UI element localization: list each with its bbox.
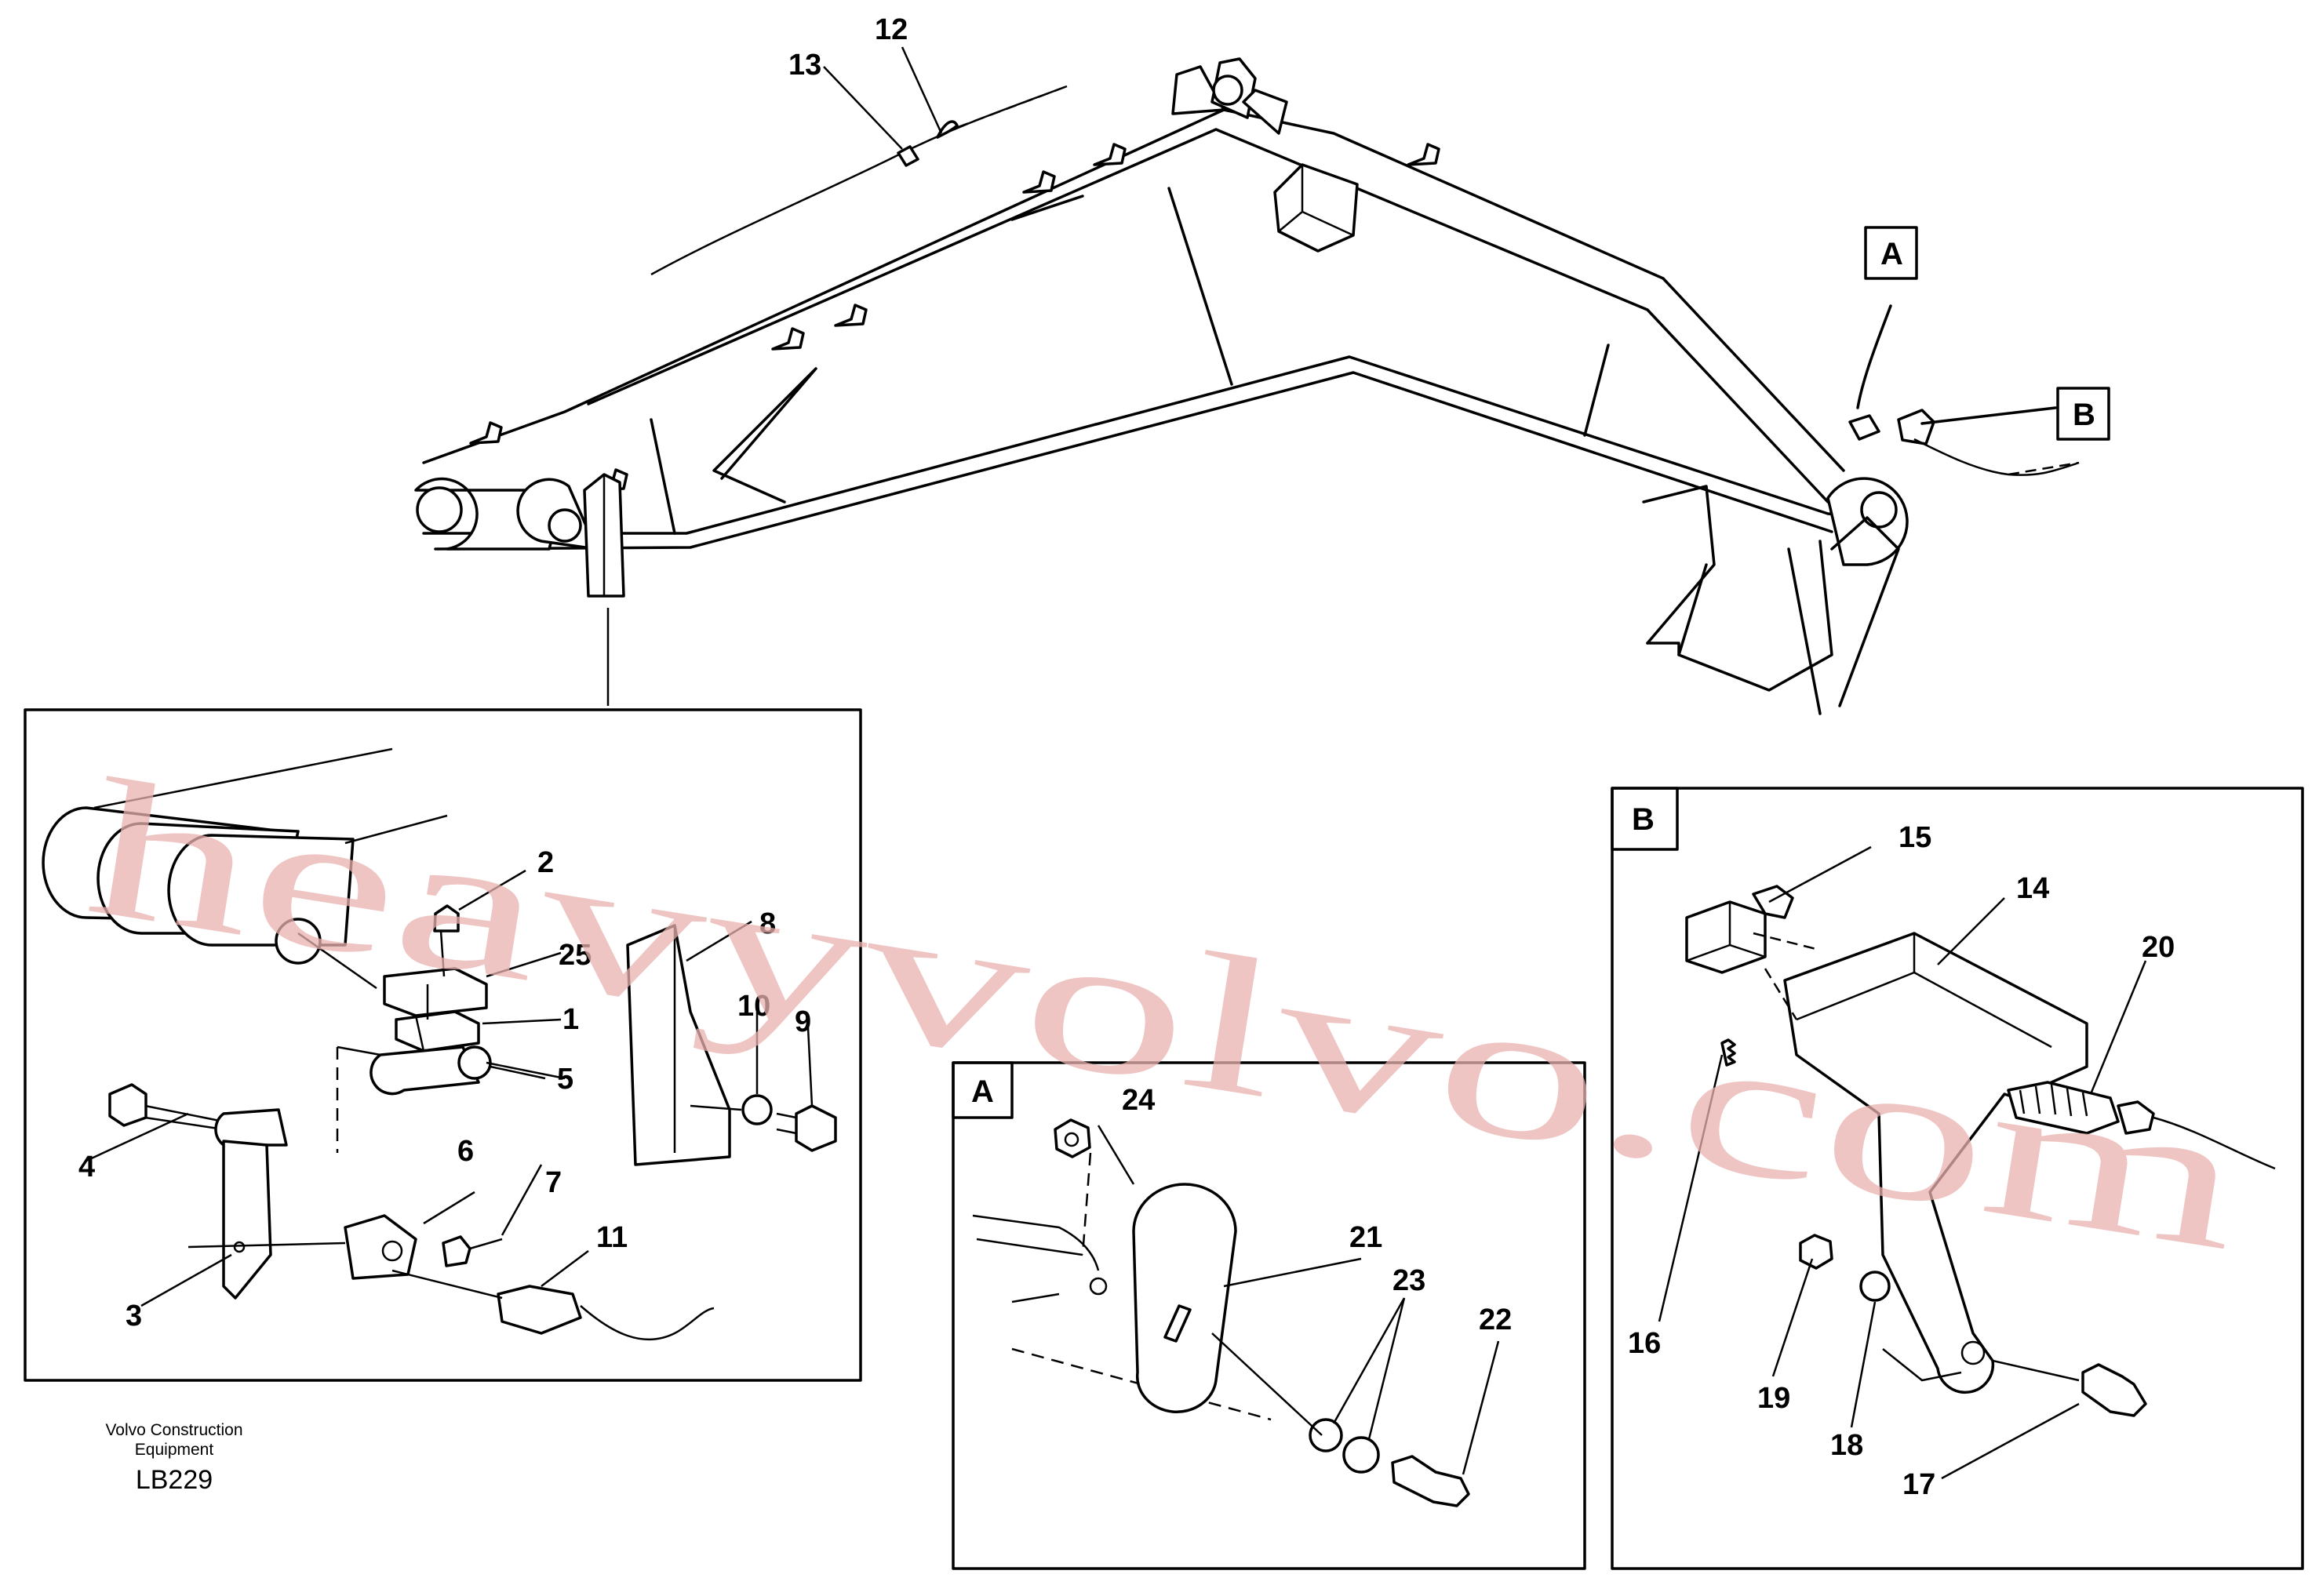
callout-23: 23 [1392,1264,1425,1297]
callout-2: 2 [537,846,554,879]
callout-24: 24 [1122,1084,1155,1117]
callout-4: 4 [78,1151,95,1183]
detail-box-main [24,708,862,1382]
view-tag-a-top: A [1864,226,1918,280]
cable-clip-icons [469,143,1440,492]
callout-3: 3 [126,1300,142,1332]
callout-20: 20 [2142,931,2175,964]
callout-5: 5 [557,1063,573,1096]
callout-7: 7 [545,1166,562,1199]
callout-17: 17 [1902,1468,1935,1501]
callout-19: 19 [1757,1382,1790,1415]
detail-tag-b-label: B [1632,802,1655,837]
view-tag-a-label: A [1880,237,1903,271]
callout-21: 21 [1349,1221,1382,1254]
view-tag-b-top: B [2056,387,2110,441]
view-tag-b-label: B [2073,398,2095,432]
callout-labels: 13 12 2 25 1 5 8 10 9 6 7 11 4 3 24 21 2… [78,13,2175,1501]
callout-1: 1 [562,1003,579,1036]
caption-line2: Equipment [135,1441,214,1459]
callout-11: 11 [596,1221,628,1254]
callout-16: 16 [1628,1327,1661,1360]
callout-25: 25 [559,939,592,972]
callout-8: 8 [759,907,776,940]
detail-b-parts [1685,885,2276,1417]
callout-leaders [606,46,2057,706]
detail-tag-a-frame [952,1061,1014,1119]
caption-line1: Volvo Construction [105,1421,242,1439]
caption-code: LB229 [136,1465,213,1495]
callout-12: 12 [875,13,908,46]
detail-b-leaders [1658,845,2147,1480]
detail-box-a [952,1061,1586,1570]
boom-drawing [414,57,2080,715]
detail-main-leaders [86,869,814,1307]
detail-tag-b-frame [1611,787,1679,851]
caption: Volvo Construction Equipment LB229 [105,1421,242,1495]
detail-a-parts [972,1118,1470,1507]
callout-15: 15 [1899,821,1931,854]
callout-6: 6 [457,1135,474,1168]
callout-10: 10 [737,990,770,1023]
callout-22: 22 [1479,1303,1512,1336]
detail-tag-a-label: A [971,1074,994,1109]
callout-13: 13 [788,49,821,82]
detail-box-b [1611,787,2304,1570]
callout-18: 18 [1830,1429,1863,1462]
detail-a-leaders [1097,1125,1500,1475]
callout-14: 14 [2016,872,2049,905]
detail-main-parts [42,747,837,1341]
callout-9: 9 [795,1005,811,1038]
